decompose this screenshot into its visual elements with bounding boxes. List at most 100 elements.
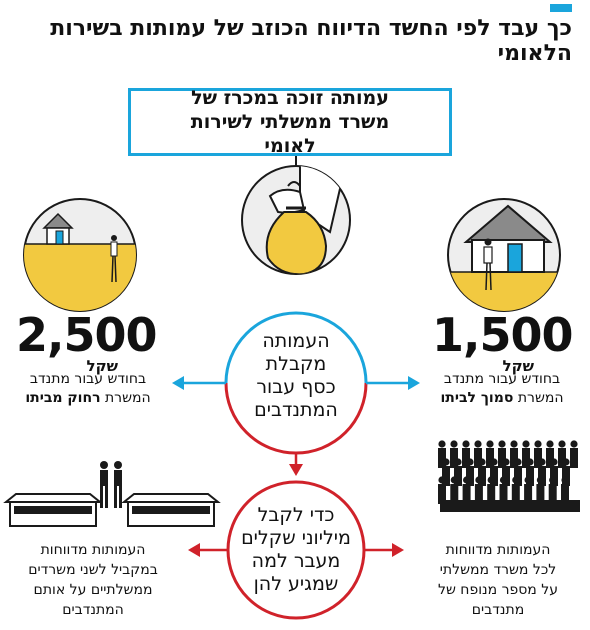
volunteer-figure-head bbox=[570, 440, 578, 448]
center-bottom-line: מיליוני שקלים bbox=[241, 527, 351, 549]
volunteer-figure-body bbox=[487, 484, 496, 504]
volunteer-figure-body bbox=[502, 466, 510, 486]
volunteer-figure-body bbox=[561, 484, 569, 504]
double-reporting-line: המתנדבים bbox=[62, 602, 124, 618]
volunteer-figure-body bbox=[510, 448, 518, 468]
volunteer-figure-head bbox=[474, 440, 482, 448]
volunteer-figure-head bbox=[561, 476, 569, 484]
center-top-text: העמותה מקבלת כסף עבור המתנדבים bbox=[226, 330, 366, 422]
volunteer-figure-body bbox=[438, 484, 446, 504]
center-top-line: המתנדבים bbox=[254, 399, 338, 421]
volunteer-figure-head bbox=[466, 458, 474, 466]
arrow-right-red bbox=[392, 543, 404, 557]
main-box: עמותה זוכה במכרז של משרד ממשלתי לשירות ל… bbox=[128, 87, 452, 157]
volunteer-figure-body bbox=[498, 448, 506, 468]
center-top-line: מקבלת bbox=[265, 353, 327, 375]
volunteer-figure-head bbox=[512, 476, 520, 484]
volunteer-figure-head bbox=[499, 476, 508, 484]
arrow-left-blue bbox=[172, 376, 184, 390]
volunteer-figure-head bbox=[475, 476, 483, 484]
volunteer-figure-body bbox=[462, 484, 471, 504]
inflated-reporting-line: על מספר מנופח של bbox=[437, 582, 558, 598]
far-amount: 2,500 bbox=[16, 308, 158, 362]
center-bottom-line: שמגיע להן bbox=[253, 573, 339, 595]
far-amount-block: 2,500 שקל bbox=[16, 308, 158, 375]
volunteer-figure-head bbox=[438, 440, 446, 448]
volunteer-figure-head bbox=[490, 458, 498, 466]
volunteer-figure-head bbox=[536, 476, 545, 484]
volunteer-figure-head bbox=[524, 476, 532, 484]
arrow-down-red bbox=[289, 464, 303, 476]
volunteer-figure-head bbox=[487, 476, 495, 484]
inflated-reporting-description: העמותות מדווחות לכל משרד ממשלתי על מספר … bbox=[410, 540, 586, 620]
blue-arc bbox=[224, 311, 368, 384]
arrow-right-blue bbox=[408, 376, 420, 390]
volunteer-figure-head bbox=[514, 458, 522, 466]
volunteer-figure-body bbox=[534, 448, 542, 468]
volunteer-figure-body bbox=[478, 466, 486, 486]
near-desc-line2: המשרת סמוך לביתו bbox=[422, 389, 582, 408]
volunteer-figure-body bbox=[474, 484, 483, 504]
volunteer-figure-body bbox=[466, 466, 474, 486]
volunteer-figure-body bbox=[526, 466, 534, 486]
center-bottom-text: כדי לקבל מיליוני שקלים מעבר למה שמגיע לה… bbox=[226, 504, 366, 596]
inflated-reporting-line: לכל משרד ממשלתי bbox=[439, 562, 557, 578]
volunteer-figure-body bbox=[522, 448, 530, 468]
far-house-illustration bbox=[23, 198, 137, 312]
volunteer-figure-body bbox=[438, 448, 446, 468]
volunteer-figure-body bbox=[486, 448, 494, 468]
volunteer-figure-head bbox=[538, 458, 546, 466]
volunteer-figure-head bbox=[502, 458, 510, 466]
arrow-left-red bbox=[188, 543, 200, 557]
volunteer-figure-body bbox=[558, 448, 566, 468]
near-desc-bold: סמוך לביתו bbox=[440, 390, 514, 406]
near-house-illustration bbox=[447, 198, 561, 312]
money-bag-illustration bbox=[241, 165, 351, 275]
far-unit: שקל bbox=[86, 357, 119, 375]
volunteer-figure-body bbox=[546, 448, 554, 468]
volunteer-figure-head bbox=[550, 458, 558, 466]
far-desc-prefix: המשרת bbox=[104, 390, 151, 406]
volunteer-figure-body bbox=[454, 466, 462, 486]
volunteer-figure-body bbox=[536, 484, 545, 504]
double-reporting-line: העמותות מדווחות bbox=[40, 542, 146, 558]
volunteer-figure-head bbox=[522, 440, 530, 448]
crowd-legs bbox=[440, 500, 580, 512]
volunteer-figure-head bbox=[510, 440, 518, 448]
page-title: כך עבד לפי החשד הדיווח הכוזב של עמותות ב… bbox=[50, 16, 572, 66]
volunteer-figure-head bbox=[546, 440, 554, 448]
near-desc-line1: בחודש עבור מתנדב bbox=[443, 371, 561, 387]
two-offices-illustration bbox=[3, 461, 221, 527]
volunteer-figure-head bbox=[526, 458, 534, 466]
volunteer-figure-body bbox=[511, 484, 520, 504]
far-desc-line2: המשרת רחוק מביתו bbox=[8, 389, 168, 408]
volunteer-figure-body bbox=[474, 448, 482, 468]
double-reporting-line: ממשלתיים על אותם bbox=[33, 582, 153, 598]
volunteer-figure-head bbox=[454, 458, 462, 466]
center-top-line: העמותה bbox=[262, 330, 330, 352]
volunteer-figure-body bbox=[514, 466, 522, 486]
volunteer-figure-head bbox=[486, 440, 494, 448]
double-reporting-description: העמותות מדווחות במקביל לשני משרדים ממשלת… bbox=[4, 540, 182, 620]
center-bottom-line: כדי לקבל bbox=[257, 504, 335, 526]
near-desc-prefix: המשרת bbox=[517, 390, 564, 406]
inflated-reporting-line: מתנדבים bbox=[471, 602, 525, 618]
volunteer-figure-body bbox=[524, 484, 533, 504]
volunteer-figure-head bbox=[462, 440, 470, 448]
volunteer-figure-head bbox=[463, 476, 471, 484]
volunteer-figure-head bbox=[562, 458, 570, 466]
volunteer-figure-body bbox=[462, 448, 470, 468]
volunteer-figure-head bbox=[438, 476, 446, 484]
far-description: בחודש עבור מתנדב המשרת רחוק מביתו bbox=[8, 370, 168, 408]
inflated-reporting-line: העמותות מדווחות bbox=[445, 542, 551, 558]
near-amount: 1,500 bbox=[432, 308, 574, 362]
volunteer-figure-body bbox=[490, 466, 498, 486]
volunteer-figure-body bbox=[538, 466, 546, 486]
volunteer-figure-head bbox=[450, 476, 458, 484]
volunteer-figure-head bbox=[498, 440, 506, 448]
volunteer-figure-head bbox=[442, 458, 450, 466]
volunteer-figure-body bbox=[499, 484, 508, 504]
main-box-text: עמותה זוכה במכרז של משרד ממשלתי לשירות ל… bbox=[190, 87, 390, 157]
volunteer-figure-body bbox=[548, 484, 557, 504]
